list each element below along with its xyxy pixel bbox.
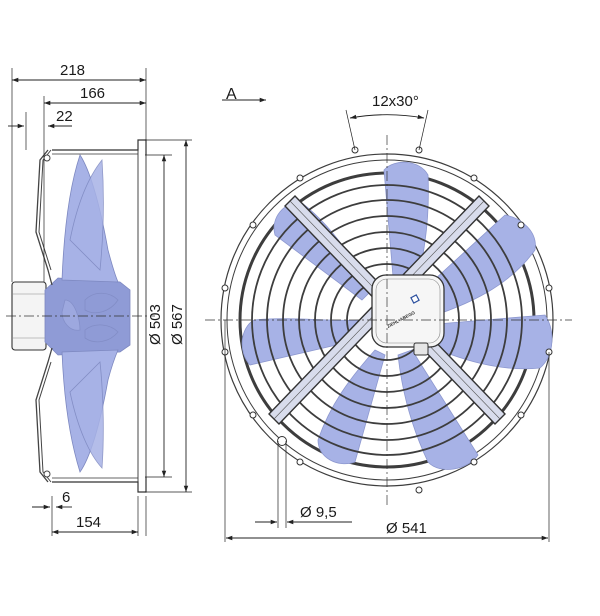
- dim-motor-offset: 22: [56, 108, 73, 125]
- dim-hole-diameter: Ø 9,5: [300, 504, 337, 521]
- impeller-hub: [44, 277, 131, 356]
- mounting-ring-side: [52, 139, 147, 155]
- blade-5: [317, 349, 386, 465]
- dim-bolt-circle: Ø 541: [386, 520, 427, 537]
- dim-mount-depth: 154: [76, 514, 101, 531]
- side-blades: [61, 154, 119, 473]
- dim-guard-diameter: Ø 567: [169, 304, 186, 345]
- side-view: 218 166 22 Ø 503 Ø 567 6 154: [6, 62, 192, 536]
- cable-gland: [413, 342, 429, 356]
- mounting-holes: [221, 146, 553, 494]
- view-label: A: [226, 86, 237, 103]
- dim-overall-depth: 218: [60, 62, 85, 79]
- guard-wire-bottom: [35, 347, 53, 483]
- dim-guard-depth: 166: [80, 85, 105, 102]
- terminal-box: ZIEHL-ABEGG: [371, 274, 445, 356]
- guard-wire-top: [35, 149, 53, 286]
- dim-ring-thickness: 6: [62, 489, 70, 506]
- front-view: A: [205, 86, 572, 542]
- brand-logo-icon: [410, 294, 420, 304]
- dim-blade-diameter: Ø 503: [147, 304, 164, 345]
- dim-hole-pattern: 12x30°: [372, 93, 419, 110]
